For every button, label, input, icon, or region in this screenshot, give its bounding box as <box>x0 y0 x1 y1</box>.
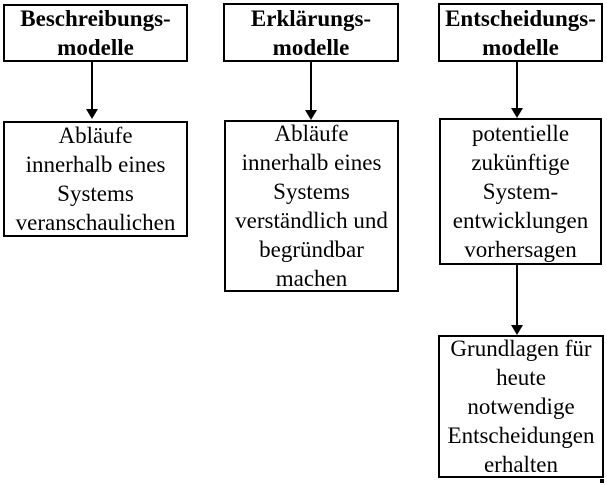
header-box-erklaerungsmodelle: Erklärungs- modelle <box>223 3 399 62</box>
header-box-entscheidungsmodelle: Entscheidungs- modelle <box>438 3 603 62</box>
col3-arrow-line-top <box>516 62 518 109</box>
col3-arrow-line-bottom <box>516 265 518 326</box>
col3-arrowhead-top-icon <box>511 108 523 118</box>
header-box-beschreibungsmodelle: Beschreibungs- modelle <box>3 4 188 62</box>
body-box-erklaerungsmodelle: Abläufe innerhalb eines Systems verständ… <box>224 120 399 292</box>
body-box-beschreibungsmodelle: Abläufe innerhalb eines Systems veransch… <box>3 121 188 237</box>
col3-arrowhead-bottom-icon <box>511 325 523 335</box>
col1-arrow-line <box>91 62 93 110</box>
body-box-entscheidungsmodelle: potentielle zukünftige System- entwicklu… <box>439 118 602 265</box>
col2-arrowhead-icon <box>305 110 317 120</box>
col2-arrow-line <box>310 62 312 110</box>
body-box-grundlagen: Grundlagen für heute notwendige Entschei… <box>438 335 604 478</box>
col1-arrowhead-icon <box>86 109 98 119</box>
stray-mark <box>600 479 604 483</box>
